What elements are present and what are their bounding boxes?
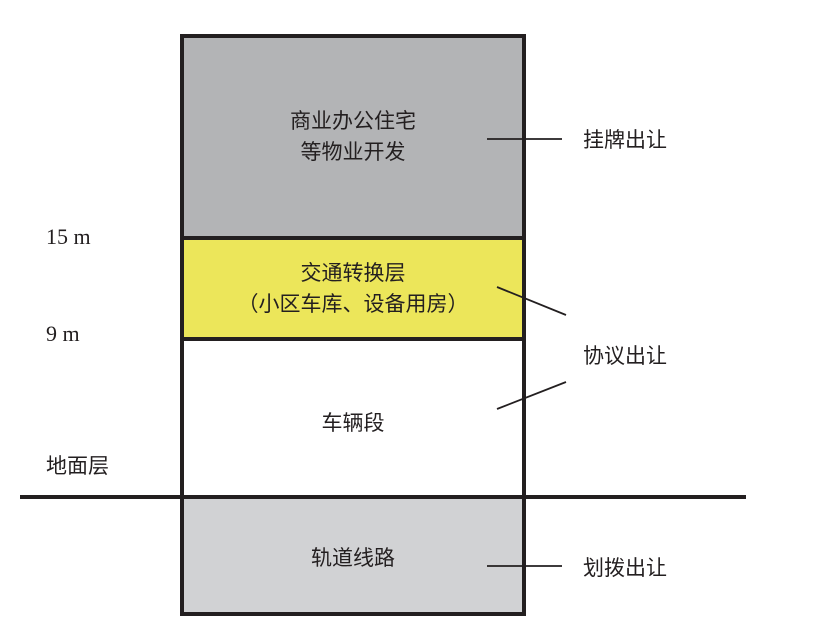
underground-block [182,497,524,614]
transfer-layer-line1: 交通转换层 [300,261,406,285]
callout-agreement: 协议出让 [583,344,667,368]
level-15m: 15 m [46,224,91,249]
callout-allocation: 划拨出让 [583,556,667,580]
top-block-line2: 等物业开发 [300,140,406,164]
underground-label: 轨道线路 [311,546,395,570]
depot-block [182,339,524,497]
transfer-layer-block [182,238,524,339]
depot-label: 车辆段 [321,411,385,435]
callout-line-agreement-upper [496,286,567,316]
callout-line-agreement-lower [496,381,567,410]
transfer-layer-line2: （小区车库、设备用房） [237,292,469,316]
top-block [182,36,524,238]
top-block-label: 商业办公住宅 等物业开发 [182,106,524,168]
level-9m: 9 m [46,321,80,346]
callout-listed: 挂牌出让 [583,128,667,152]
transfer-layer-label: 交通转换层 （小区车库、设备用房） [182,258,524,320]
ground-level-label: 地面层 [46,454,109,478]
top-block-line1: 商业办公住宅 [290,109,416,133]
building-outline [180,34,526,616]
